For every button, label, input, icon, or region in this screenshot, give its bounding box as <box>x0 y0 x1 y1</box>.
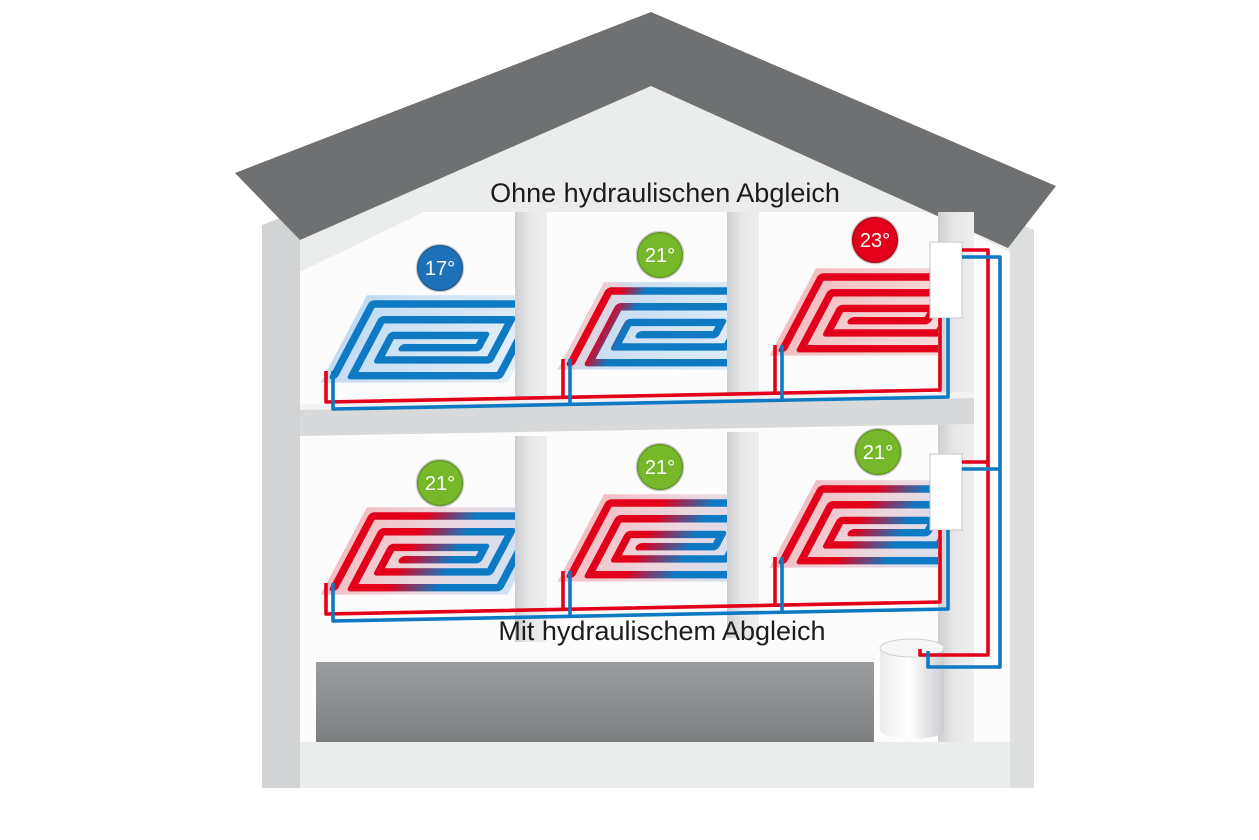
manifold-top-floor <box>929 241 963 319</box>
badge-circle <box>635 442 685 492</box>
hot-pipe-top-run <box>324 318 942 404</box>
wall-top-floor-1 <box>515 212 547 412</box>
wall-bottom-floor-2 <box>727 432 759 638</box>
temperature-badge-bottom-3: 21° <box>853 427 903 477</box>
hot-riser <box>918 248 990 657</box>
buffer-tank <box>879 638 945 739</box>
hot-pipe-bottom-run <box>324 530 942 616</box>
manifold-bottom-floor <box>929 453 963 531</box>
badge-circle <box>850 215 900 265</box>
badge-temp-label: 21° <box>645 457 675 479</box>
badge-circle <box>635 230 685 280</box>
badge-temp-label: 21° <box>863 442 893 464</box>
label-without-balancing: Ohne hydraulischen Abgleich <box>490 178 840 208</box>
label-with-balancing: Mit hydraulischem Abgleich <box>498 616 825 646</box>
basement <box>316 662 874 742</box>
tank-body <box>880 648 944 730</box>
badge-temp-label: 17° <box>425 258 455 280</box>
temperature-badge-top-3: 23° <box>850 215 900 265</box>
badge-circle <box>853 427 903 477</box>
temperature-badge-bottom-1: 21° <box>415 458 465 508</box>
heating-circuit-top-room-1 <box>320 295 547 383</box>
wall-top-floor-2 <box>727 212 759 412</box>
temperature-badge-bottom-2: 21° <box>635 442 685 492</box>
badge-temp-label: 23° <box>860 230 890 252</box>
return-pipes-cold <box>331 255 1002 669</box>
house-left-side-wall <box>262 210 300 788</box>
temperature-badge-top-2: 21° <box>635 230 685 280</box>
badge-circle <box>415 243 465 293</box>
temperature-badge-top-1: 17° <box>415 243 465 293</box>
badge-temp-label: 21° <box>645 245 675 267</box>
cold-pipe-top-run <box>331 318 950 411</box>
badge-circle <box>415 458 465 508</box>
supply-pipes-hot <box>324 248 990 657</box>
heating-circuit-bottom-room-1 <box>320 507 547 595</box>
wall-bottom-floor-1 <box>515 436 547 642</box>
badge-temp-label: 21° <box>425 473 455 495</box>
tank-bottom <box>880 721 944 739</box>
cold-riser <box>926 255 1002 669</box>
cold-pipe-bottom-run <box>331 530 950 623</box>
house-right-side-wall <box>1010 219 1034 788</box>
